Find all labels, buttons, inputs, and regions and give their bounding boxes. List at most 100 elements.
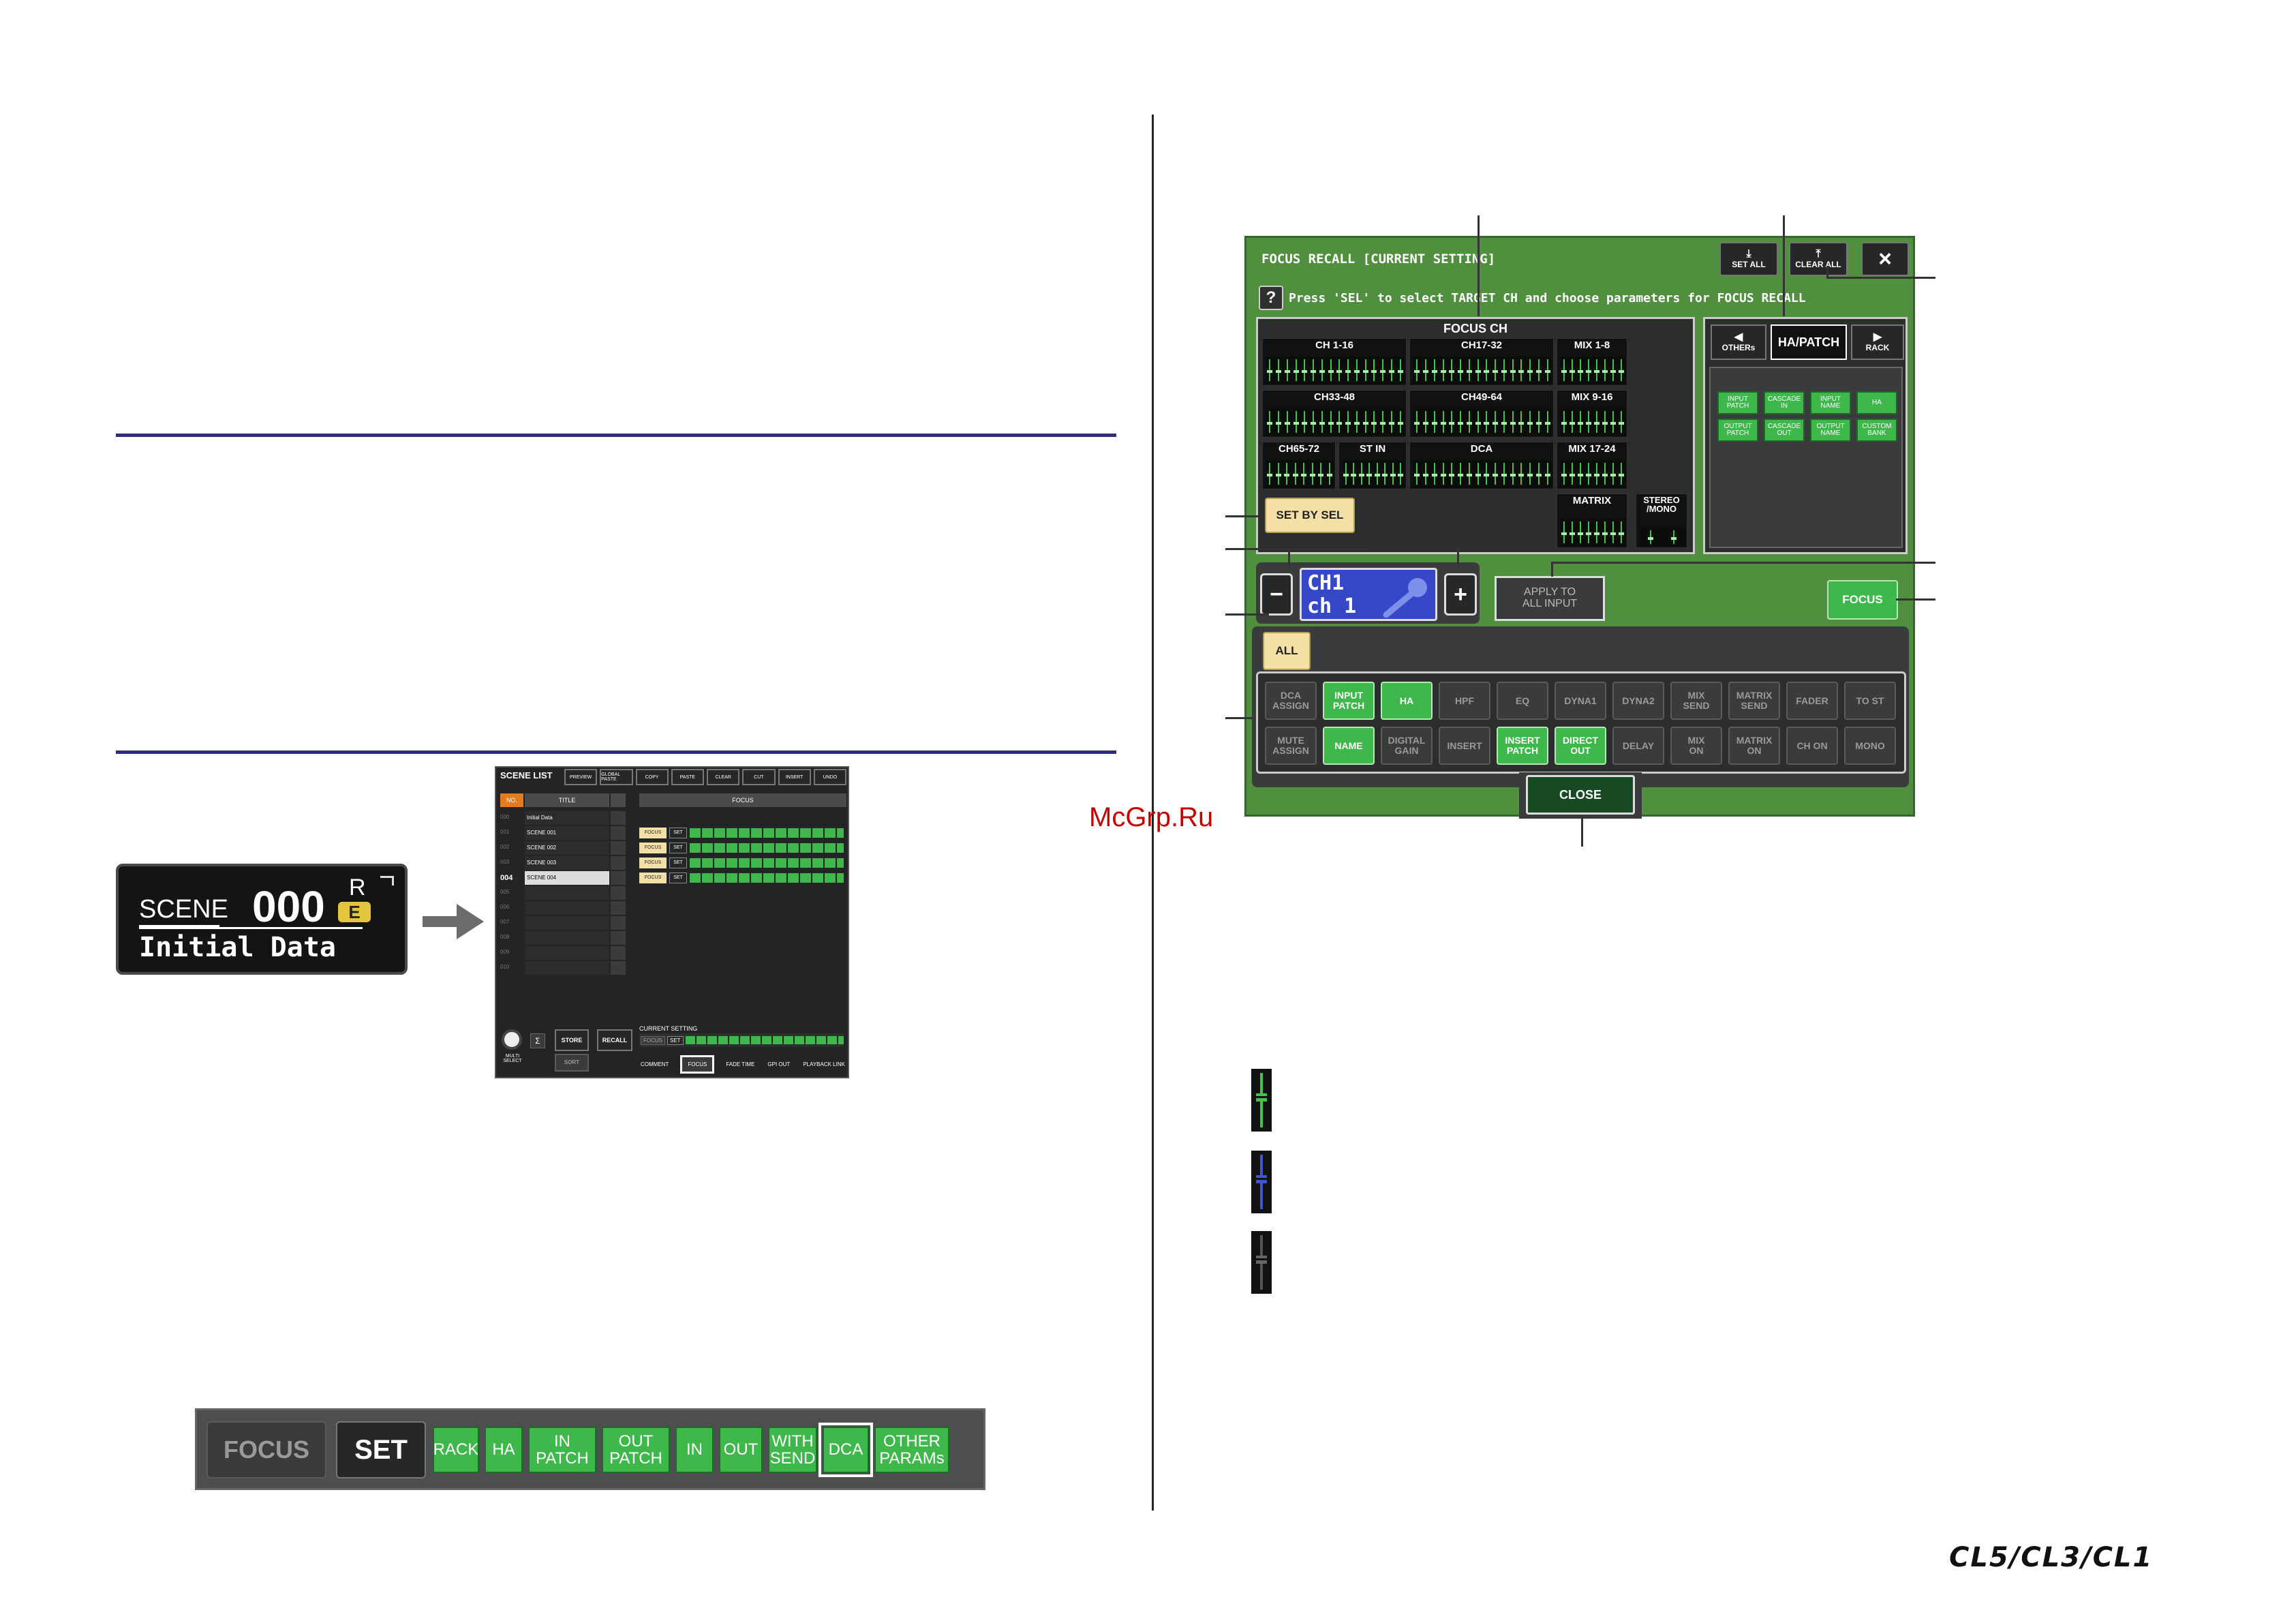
focus-strip-out-patch-button[interactable]: OUT PATCH (602, 1427, 670, 1473)
param-matrix-on-button[interactable]: MATRIX ON (1728, 727, 1780, 765)
scene-row[interactable]: 008 (500, 931, 846, 945)
clear-all-button[interactable]: ⤒ CLEAR ALL (1789, 242, 1848, 276)
toolbar-button[interactable]: PASTE (671, 769, 704, 785)
channel-group-g4[interactable]: CH33-48 (1262, 390, 1407, 438)
param-name-button[interactable]: NAME (1323, 727, 1375, 765)
param-fader-button[interactable]: FADER (1786, 682, 1838, 720)
param-dca-assign-button[interactable]: DCA ASSIGN (1265, 682, 1317, 720)
param-group-button[interactable]: INPUT PATCH (1717, 391, 1758, 414)
store-button[interactable]: STORE (555, 1029, 589, 1051)
param-ch-on-button[interactable]: CH ON (1786, 727, 1838, 765)
param-dyna1-button[interactable]: DYNA1 (1555, 682, 1606, 720)
scene-row[interactable]: 005 (500, 886, 846, 900)
channel-display[interactable]: CH1 ch 1 (1300, 568, 1437, 621)
param-insert-button[interactable]: INSERT (1439, 727, 1490, 765)
focus-button[interactable]: FOCUS (206, 1421, 326, 1478)
focus-strip-in-button[interactable]: IN (675, 1427, 714, 1473)
param-group-button[interactable]: HA (1856, 391, 1897, 414)
param-group-button[interactable]: INPUT NAME (1810, 391, 1851, 414)
param-group-button[interactable]: CASCADE OUT (1764, 419, 1805, 442)
close-button[interactable]: CLOSE (1526, 775, 1635, 815)
bottom-tab[interactable]: COMMENT (641, 1061, 669, 1067)
set-button[interactable]: SET (336, 1421, 426, 1478)
toolbar-button[interactable]: GLOBAL PASTE (600, 769, 633, 785)
scene-focus-button[interactable]: FOCUS (639, 843, 667, 853)
channel-group-g2[interactable]: CH17-32 (1409, 338, 1554, 386)
current-focus-button[interactable]: FOCUS (641, 1035, 665, 1045)
param-ha-button[interactable]: HA (1381, 682, 1433, 720)
toolbar-button[interactable]: INSERT (778, 769, 811, 785)
focus-strip-dca-button[interactable]: DCA (818, 1423, 873, 1477)
sort-button[interactable]: SORT (555, 1054, 589, 1072)
sum-button[interactable]: Σ (530, 1033, 545, 1048)
focus-on-button[interactable]: FOCUS (1827, 580, 1898, 620)
scene-focus-button[interactable]: FOCUS (639, 873, 667, 883)
focus-strip-in-patch-button[interactable]: IN PATCH (528, 1427, 596, 1473)
param-group-button[interactable]: CASCADE IN (1764, 391, 1805, 414)
channel-group-g10[interactable]: MIX 17-24 (1557, 442, 1627, 489)
focus-strip-other-params-button[interactable]: OTHER PARAMs (874, 1427, 949, 1473)
scene-row[interactable]: 010 (500, 961, 846, 975)
scene-row[interactable]: 009 (500, 946, 846, 960)
focus-strip-ha-button[interactable]: HA (485, 1427, 523, 1473)
tab-current[interactable]: HA/PATCH (1771, 324, 1847, 360)
toolbar-button[interactable]: COPY (635, 769, 669, 785)
channel-group-g7[interactable]: CH65-72 (1262, 442, 1336, 489)
focus-strip-rack-button[interactable]: RACK (433, 1427, 479, 1473)
channel-group-g11[interactable]: MATRIX (1557, 494, 1627, 548)
channel-plus-button[interactable]: + (1444, 573, 1477, 616)
recall-button[interactable]: RECALL (597, 1029, 632, 1051)
param-group-button[interactable]: CUSTOM BANK (1856, 419, 1897, 442)
set-all-button[interactable]: ⤓ SET ALL (1719, 242, 1778, 276)
param-group-button[interactable]: OUTPUT PATCH (1717, 419, 1758, 442)
param-matrix-send-button[interactable]: MATRIX SEND (1728, 682, 1780, 720)
param-delay-button[interactable]: DELAY (1612, 727, 1664, 765)
help-icon[interactable]: ? (1259, 286, 1283, 310)
toolbar-button[interactable]: UNDO (813, 769, 846, 785)
scene-focus-button[interactable]: FOCUS (639, 828, 667, 838)
tab-prev-button[interactable]: ◀ OTHERs (1711, 324, 1766, 360)
channel-group-g3[interactable]: MIX 1-8 (1557, 338, 1627, 386)
set-by-sel-button[interactable]: SET BY SEL (1265, 498, 1355, 533)
channel-group-g9[interactable]: DCA (1409, 442, 1554, 489)
toolbar-button[interactable]: CUT (742, 769, 776, 785)
param-mono-button[interactable]: MONO (1844, 727, 1896, 765)
scene-focus-button[interactable]: FOCUS (639, 858, 667, 868)
param-dyna2-button[interactable]: DYNA2 (1612, 682, 1664, 720)
tab-next-button[interactable]: ▶ RACK (1851, 324, 1904, 360)
bottom-tab[interactable]: FADE TIME (726, 1061, 755, 1067)
scene-set-button[interactable]: SET (669, 873, 687, 883)
close-x-button[interactable]: × (1861, 242, 1909, 276)
channel-group-g8[interactable]: ST IN (1338, 442, 1407, 489)
apply-to-all-input-button[interactable]: APPLY TO ALL INPUT (1495, 576, 1605, 621)
multi-select-knob[interactable] (502, 1029, 522, 1050)
scene-set-button[interactable]: SET (669, 858, 687, 868)
param-mix-on-button[interactable]: MIX ON (1670, 727, 1722, 765)
param-mute-assign-button[interactable]: MUTE ASSIGN (1265, 727, 1317, 765)
toolbar-button[interactable]: PREVIEW (564, 769, 598, 785)
param-group-button[interactable]: OUTPUT NAME (1810, 419, 1851, 442)
channel-group-g5[interactable]: CH49-64 (1409, 390, 1554, 438)
toolbar-button[interactable]: CLEAR (707, 769, 740, 785)
tab-focus-selected[interactable]: FOCUS (680, 1055, 715, 1074)
channel-group-g1[interactable]: CH 1-16 (1262, 338, 1407, 386)
param-mix-send-button[interactable]: MIX SEND (1670, 682, 1722, 720)
param-hpf-button[interactable]: HPF (1439, 682, 1490, 720)
focus-strip-with-send-button[interactable]: WITH SEND (768, 1427, 817, 1473)
param-eq-button[interactable]: EQ (1497, 682, 1548, 720)
channel-group-g12[interactable]: STEREO /MONO (1636, 494, 1687, 548)
scene-set-button[interactable]: SET (669, 843, 687, 853)
current-set-button[interactable]: SET (667, 1035, 684, 1045)
title-column-header[interactable]: TITLE (525, 793, 609, 807)
param-direct-out-button[interactable]: DIRECT OUT (1555, 727, 1606, 765)
scene-row[interactable]: 007 (500, 916, 846, 930)
all-button[interactable]: ALL (1263, 632, 1311, 670)
channel-group-g6[interactable]: MIX 9-16 (1557, 390, 1627, 438)
scene-row[interactable]: 006 (500, 901, 846, 915)
focus-strip-out-button[interactable]: OUT (719, 1427, 763, 1473)
